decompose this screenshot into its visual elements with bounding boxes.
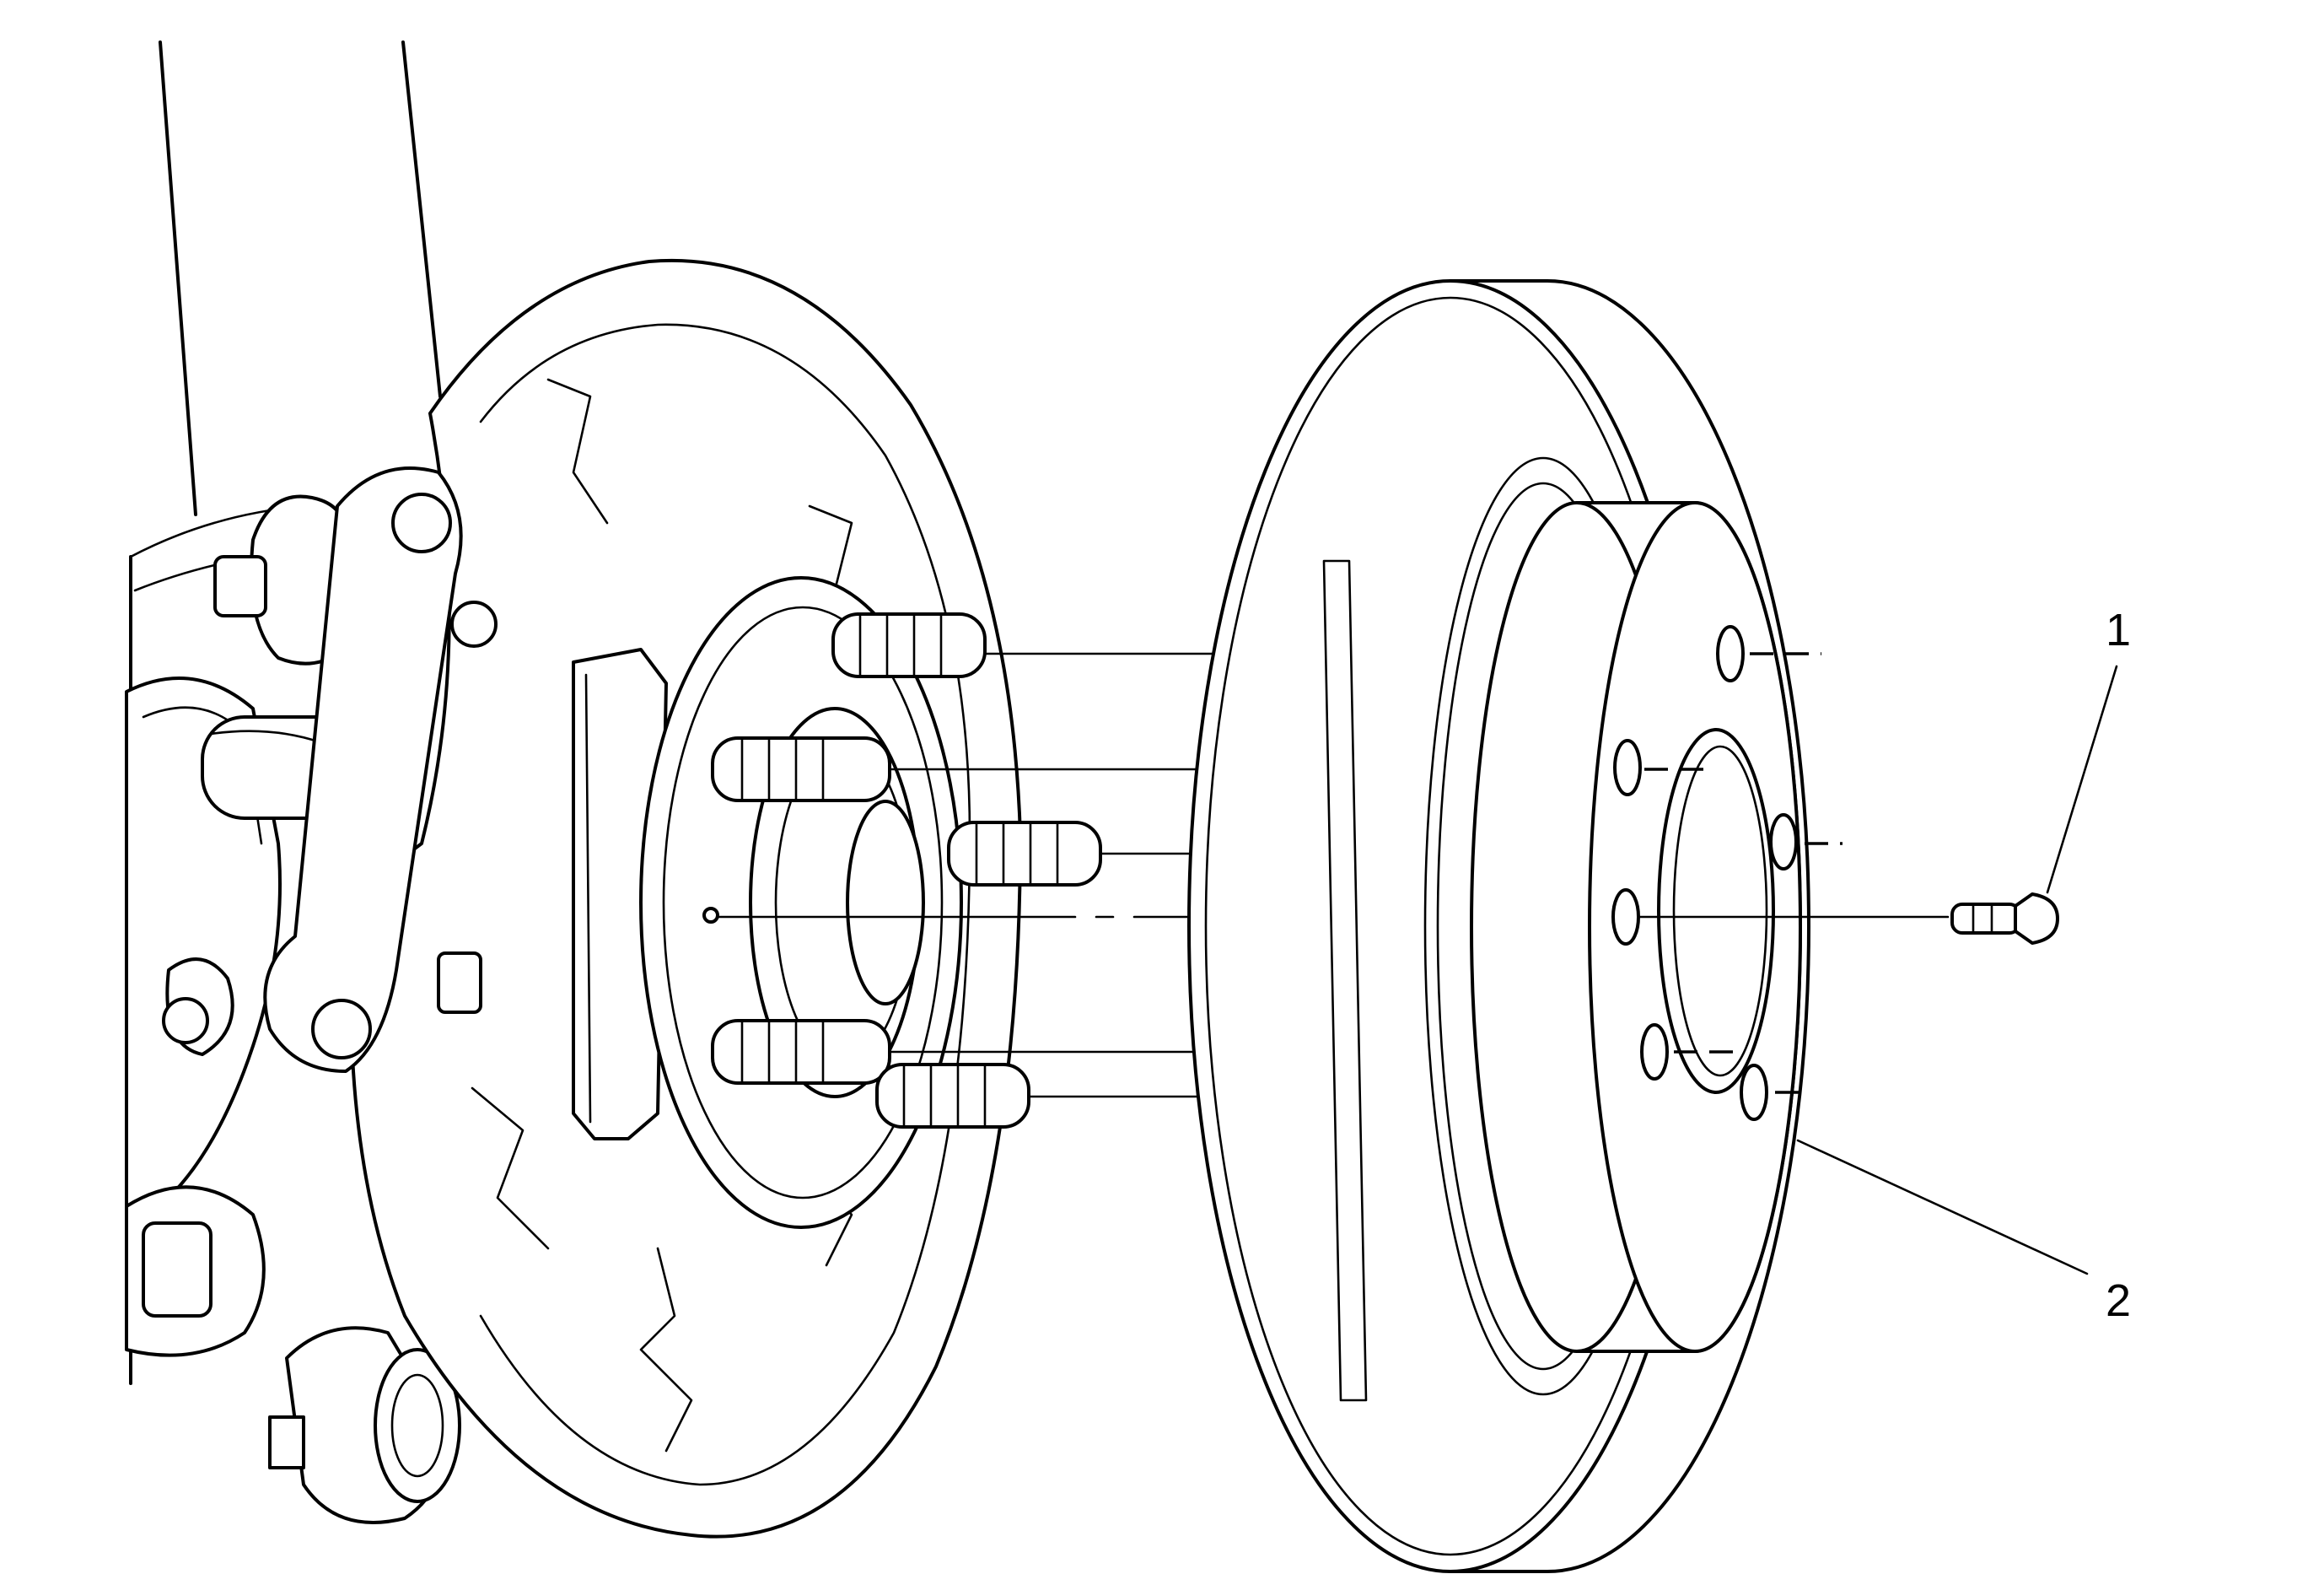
wheel-stud [711,1019,891,1085]
hub-locator-hole [702,907,719,924]
rotor-retaining-bolt [1950,892,2059,945]
leader-line-2 [1796,1139,2089,1275]
callout-leaders [1796,665,2118,1275]
wheel-stud [947,821,1102,887]
brake-rotor [1187,279,1950,1573]
caliper-bracket [263,466,498,1073]
wheel-stud [875,1063,1030,1129]
callout-label-1: 1 [2106,605,2131,655]
wheel-stud [831,612,987,678]
rotor-hidden-hole-lines [1638,652,1950,1094]
hub-spacer-plate [572,648,668,1140]
rotor-lug-holes [1611,625,1798,1121]
callout-label-2: 2 [2106,1275,2131,1326]
wheel-stud [711,736,891,802]
leader-line-1 [2046,665,2118,894]
wheel-studs [711,612,1102,1129]
